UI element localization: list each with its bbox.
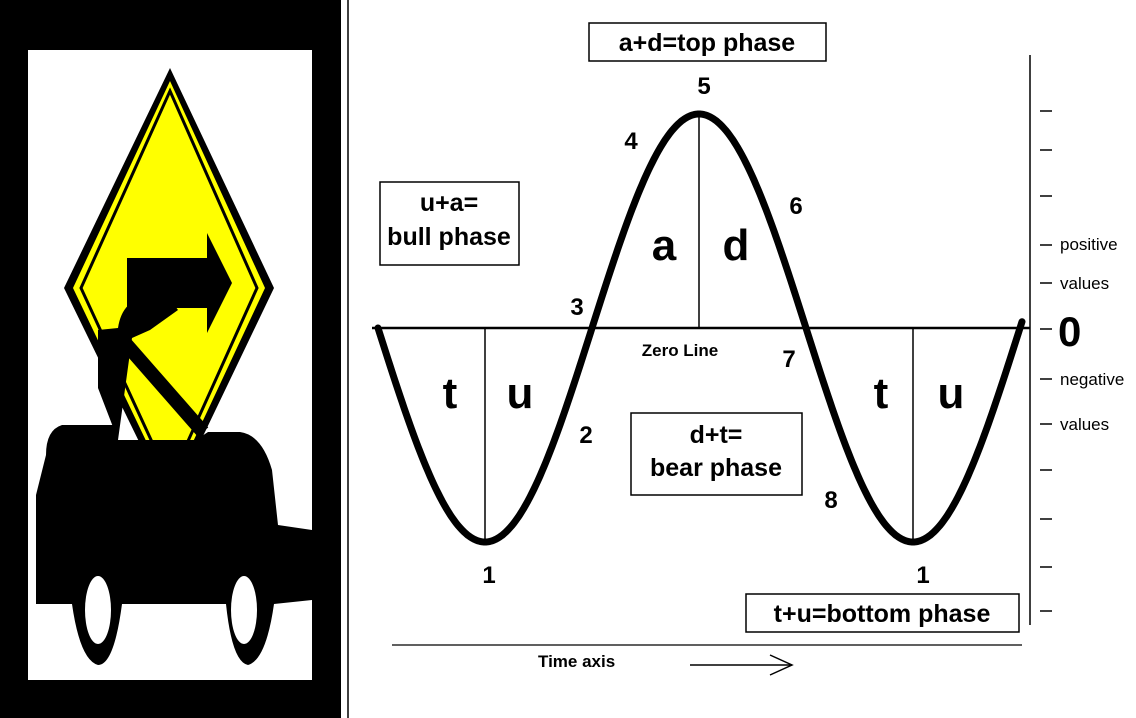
bottom-phase-box: t+u=bottom phase — [745, 593, 1020, 633]
phase-dividers — [484, 114, 914, 542]
point-2: 2 — [579, 422, 592, 449]
time-axis-arrow — [690, 654, 794, 676]
bear-phase-label-line2: bear phase — [650, 454, 782, 482]
value-axis-ticks — [1040, 110, 1052, 612]
point-numbers: 1 2 3 4 5 6 7 8 1 — [482, 73, 929, 589]
point-7: 7 — [782, 346, 795, 373]
car-icon — [36, 296, 312, 665]
zero-line-label: Zero Line — [642, 341, 719, 360]
cycle-wave — [374, 110, 1026, 546]
bull-phase-label-line1: u+a= — [420, 189, 478, 217]
axis-label-values-lower: values — [1060, 415, 1109, 434]
car-and-sign-panel — [0, 0, 341, 718]
axis-label-values-upper: values — [1060, 274, 1109, 293]
axis-label-negative: negative — [1060, 370, 1124, 389]
segment-u-right: u — [938, 369, 965, 418]
segment-d: d — [723, 221, 750, 270]
point-5: 5 — [697, 73, 710, 100]
segment-u-left: u — [507, 369, 534, 418]
top-phase-label: a+d=top phase — [619, 29, 796, 57]
segment-a: a — [652, 221, 677, 270]
bull-phase-box: u+a= bull phase — [379, 181, 520, 266]
bear-phase-label-line1: d+t= — [690, 421, 743, 449]
segment-t-left: t — [443, 369, 458, 418]
point-1-left: 1 — [482, 562, 495, 589]
point-4: 4 — [624, 128, 638, 155]
bear-phase-box: d+t= bear phase — [630, 412, 803, 496]
axis-label-zero: 0 — [1058, 308, 1081, 355]
segment-t-right: t — [874, 369, 889, 418]
point-1-right: 1 — [916, 562, 929, 589]
bottom-phase-label: t+u=bottom phase — [774, 600, 991, 628]
point-8: 8 — [824, 487, 837, 514]
bull-phase-label-line2: bull phase — [387, 223, 511, 251]
segment-letters: t u a d t u — [443, 221, 965, 418]
point-6: 6 — [789, 193, 802, 220]
cycle-diagram: a+d=top phase u+a= bull phase d+t= bear … — [347, 0, 1124, 718]
axis-label-positive: positive — [1060, 235, 1118, 254]
top-phase-box: a+d=top phase — [588, 22, 827, 62]
point-3: 3 — [570, 294, 583, 321]
time-axis-label: Time axis — [538, 652, 615, 671]
